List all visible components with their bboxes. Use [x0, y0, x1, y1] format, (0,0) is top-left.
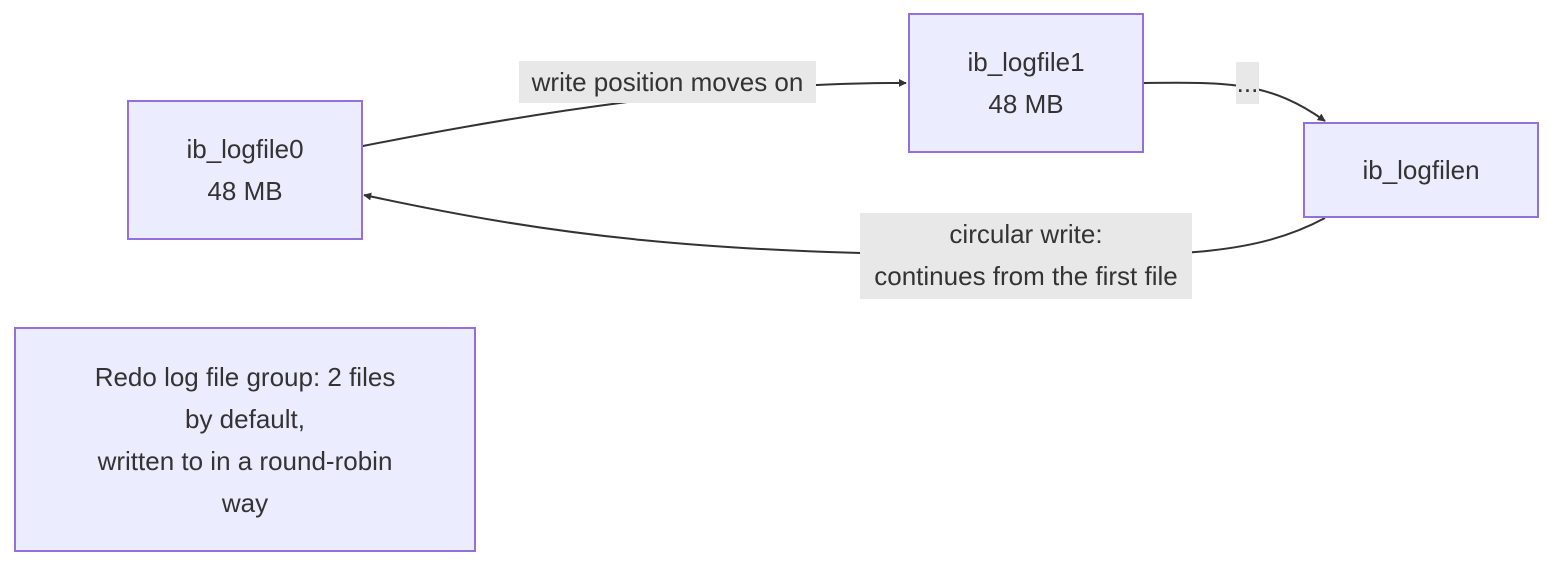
node-ib-logfile0: ib_logfile0 48 MB: [127, 100, 363, 240]
edge-label-circular-write: circular write: continues from the first…: [860, 213, 1192, 299]
edge-label-circular-line: circular write:: [949, 219, 1103, 249]
node-ib-logfile1-size: 48 MB: [988, 89, 1064, 119]
edge-label-ellipsis: ...: [1236, 62, 1259, 104]
node-ib-logfile0-size: 48 MB: [207, 176, 283, 206]
edge-log1-to-logn: [1143, 81, 1326, 122]
note-line: written to in a round-robin: [97, 445, 393, 476]
edge-label-write-position: write position moves on: [519, 61, 816, 103]
node-ib-logfilen-name: ib_logfilen: [1362, 155, 1480, 185]
node-redo-log-note: Redo log file group: 2 files by default,…: [14, 327, 476, 552]
edge-label-circular-line: continues from the first file: [874, 261, 1178, 291]
node-ib-logfile1: ib_logfile1 48 MB: [908, 13, 1144, 153]
note-line: by default,: [185, 403, 305, 434]
note-line: way: [221, 487, 269, 518]
note-line: Redo log file group: 2 files: [94, 361, 396, 392]
node-ib-logfile1-name: ib_logfile1: [967, 47, 1085, 77]
node-ib-logfile0-name: ib_logfile0: [186, 134, 304, 164]
node-ib-logfilen: ib_logfilen: [1303, 122, 1539, 218]
